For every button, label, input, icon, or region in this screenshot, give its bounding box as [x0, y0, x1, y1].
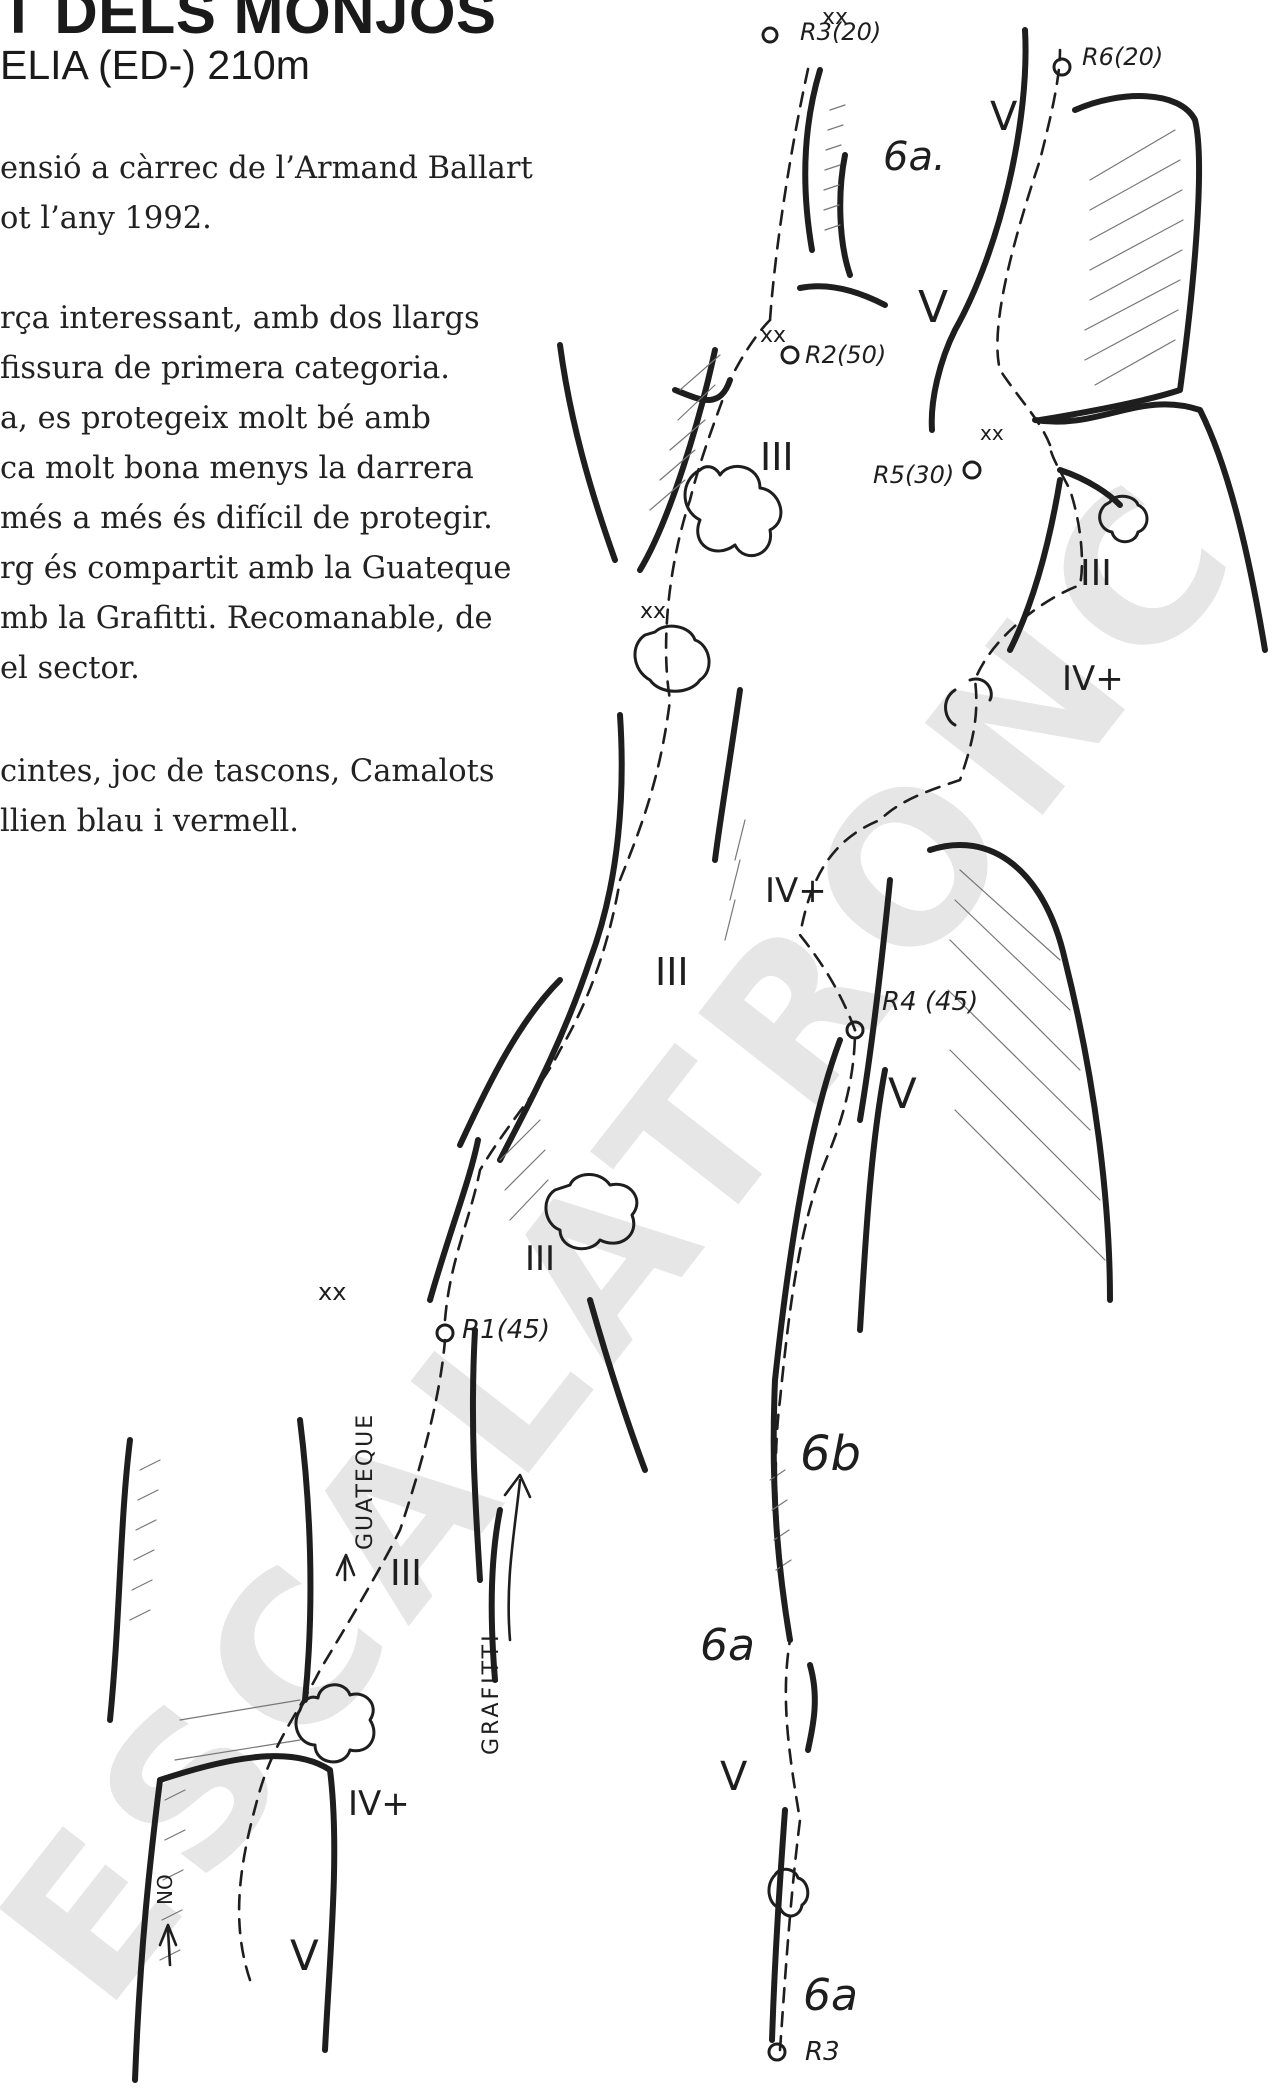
anchor-label: xx: [980, 421, 1004, 445]
belay-label-r4: R4 (45): [882, 987, 978, 1017]
grade-label: III: [390, 1553, 422, 1594]
anchor-label: xx: [822, 5, 848, 30]
grade-label: 6a: [803, 1970, 858, 2021]
grade-label: V: [888, 1069, 917, 1118]
anchor-label: xx: [640, 599, 666, 624]
belay-label-r6: R6(20): [1082, 43, 1163, 71]
belay-label-r5: R5(30): [873, 461, 954, 489]
grade-label: III: [655, 950, 689, 994]
belay-label-r3-bottom: R3: [805, 2037, 840, 2067]
grade-label: V: [918, 282, 948, 333]
route-name-grafitti: GRAFITTI: [479, 1632, 504, 1755]
grade-label: 6a.: [883, 134, 946, 180]
grade-label: IV+: [765, 871, 827, 911]
grade-label: 6b: [800, 1426, 861, 1482]
grade-label: V: [990, 94, 1018, 140]
grade-label: III: [760, 435, 794, 479]
anchor-label: xx: [760, 323, 786, 348]
grade-label: V: [290, 1931, 319, 1980]
route-name-no: NO: [153, 1874, 177, 1905]
grade-label: III: [525, 1239, 555, 1279]
belay-label-r2: R2(50): [805, 341, 886, 369]
grade-label: III: [1080, 553, 1112, 594]
grade-label: IV+: [348, 1784, 410, 1824]
anchor-label: xx: [318, 1278, 346, 1306]
route-name-guateque: GUATEQUE: [353, 1413, 378, 1550]
grade-label: V: [720, 1754, 748, 1800]
grade-label: IV+: [1062, 659, 1124, 699]
belay-label-r1: R1(45): [462, 1315, 550, 1345]
grade-label: 6a: [700, 1620, 755, 1671]
